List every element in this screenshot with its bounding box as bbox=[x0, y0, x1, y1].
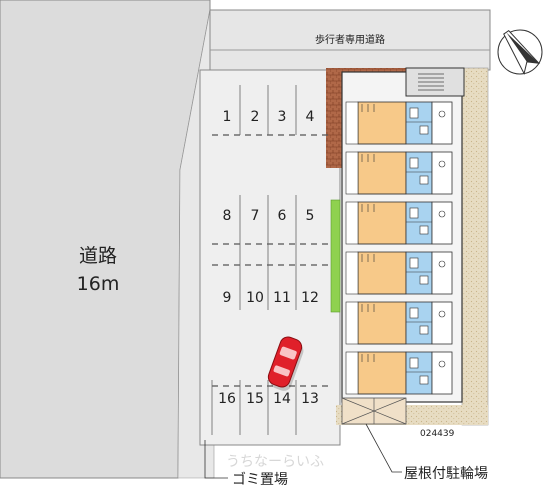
pedestrian-road-label: 歩行者専用道路 bbox=[315, 33, 385, 46]
apartment-unit bbox=[345, 251, 453, 295]
parking-slot-2: 2 bbox=[251, 109, 260, 125]
sand-border bbox=[461, 67, 489, 426]
car-icon bbox=[267, 336, 304, 391]
parking-lot bbox=[199, 69, 341, 446]
parking-slot-10: 10 bbox=[246, 290, 264, 306]
parking-slot-1: 1 bbox=[223, 109, 232, 125]
watermark: うちなーらいふ bbox=[226, 454, 324, 470]
parking-slot-8: 8 bbox=[223, 208, 232, 224]
parking-slot-6: 6 bbox=[278, 208, 287, 224]
garbage-label: ゴミ置場 bbox=[232, 471, 288, 488]
slot-row-mid-top: 8 7 6 5 bbox=[223, 208, 315, 224]
slot-row-top: 1 2 3 4 bbox=[223, 109, 315, 125]
apartment-building bbox=[341, 67, 465, 403]
pedestrian-road bbox=[209, 9, 491, 71]
parking-slot-14: 14 bbox=[273, 391, 291, 407]
parking-slot-9: 9 bbox=[223, 290, 232, 306]
parking-slot-7: 7 bbox=[251, 208, 260, 224]
parking-slot-16: 16 bbox=[218, 391, 236, 407]
slot-row-bottom: 16 15 14 13 bbox=[218, 391, 319, 407]
parking-slot-5: 5 bbox=[306, 208, 315, 224]
slot-row-mid-bottom: 9 10 11 12 bbox=[223, 290, 319, 306]
main-road-label: 道路 bbox=[79, 245, 117, 267]
apartment-unit bbox=[345, 201, 453, 245]
hedge bbox=[330, 199, 341, 313]
apartment-unit bbox=[345, 301, 453, 345]
parking-slot-15: 15 bbox=[246, 391, 264, 407]
parking-slot-13: 13 bbox=[301, 391, 319, 407]
parking-slot-3: 3 bbox=[278, 109, 287, 125]
property-code: 024439 bbox=[420, 429, 455, 439]
north-arrow-icon bbox=[497, 29, 543, 75]
apartment-unit bbox=[345, 101, 453, 145]
bike-parking-label: 屋根付駐輪場 bbox=[404, 465, 488, 482]
apartment-unit bbox=[345, 151, 453, 195]
parking-slot-11: 11 bbox=[273, 290, 291, 306]
parking-slot-4: 4 bbox=[306, 109, 315, 125]
main-road-width-label: 16m bbox=[77, 273, 120, 295]
parking-slot-12: 12 bbox=[301, 290, 319, 306]
apartment-unit bbox=[345, 351, 453, 395]
parking-lines bbox=[211, 85, 330, 435]
brick-walkway-side bbox=[326, 68, 342, 168]
